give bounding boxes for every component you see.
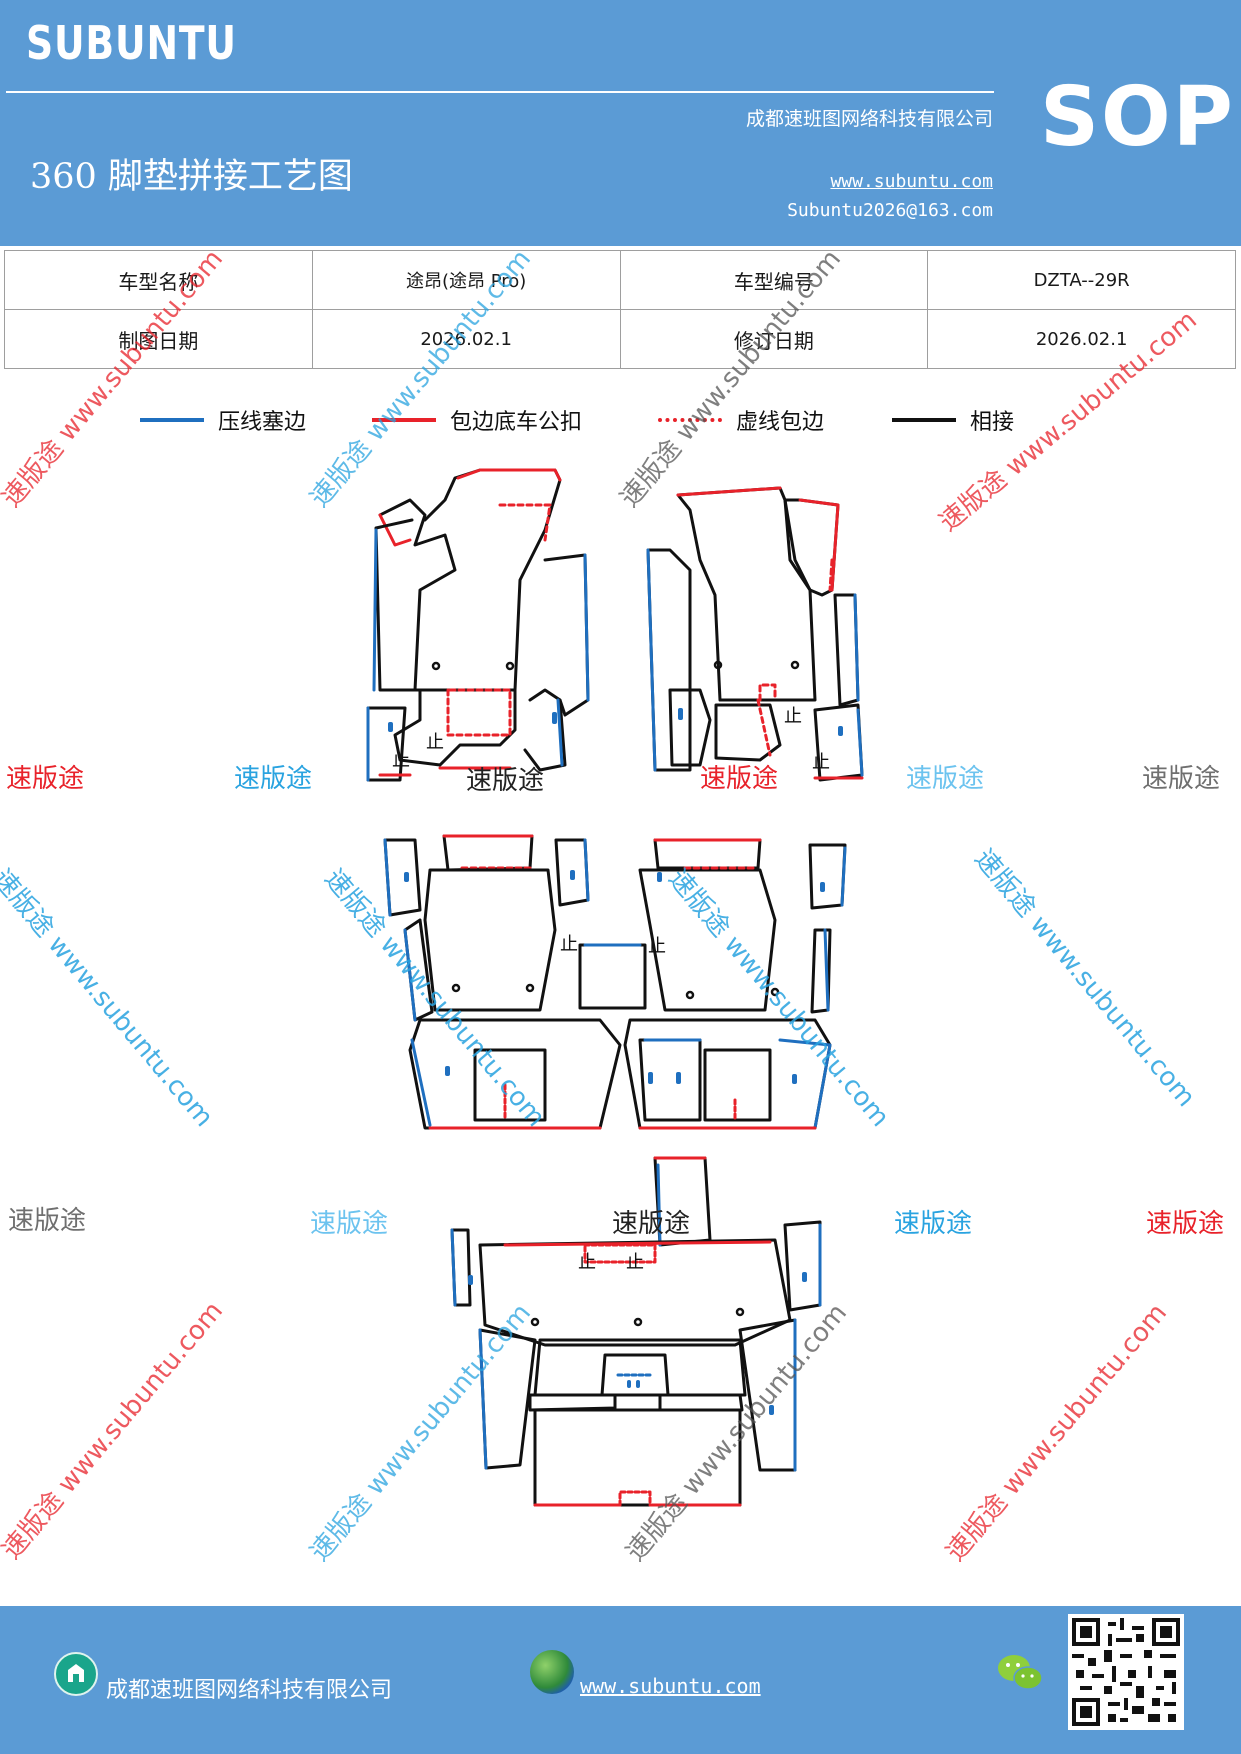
- legend-item-red: 包边底车公扣: [372, 402, 582, 438]
- stop-marker: 止: [392, 750, 410, 771]
- second-row-mats: [383, 834, 847, 1130]
- stop-marker: 止: [626, 1252, 644, 1273]
- legend-item-blue: 压线塞边: [140, 402, 306, 438]
- qr-code: [1068, 1614, 1184, 1730]
- legend-swatch: [372, 418, 436, 422]
- front-left-mat: [366, 468, 590, 782]
- stop-marker: 止: [648, 936, 666, 957]
- model-code-value: DZTA--29R: [927, 250, 1236, 310]
- legend-swatch: [140, 418, 204, 422]
- model-name-label: 车型名称: [4, 250, 313, 310]
- stop-marker: 止: [560, 934, 578, 955]
- mounting-holes: [431, 660, 800, 1327]
- legend-label: 相接: [970, 410, 1015, 435]
- stop-marker: 止: [426, 732, 444, 753]
- revise-date-label: 修订日期: [619, 309, 929, 369]
- table-row: 制图日期 2026.02.1 修订日期 2026.02.1: [4, 309, 1236, 369]
- legend-label: 压线塞边: [218, 410, 307, 435]
- company-name: 成都速班图网络科技有限公司: [745, 108, 993, 130]
- legend-item-black: 相接: [892, 402, 1014, 438]
- draw-date-value: 2026.02.1: [311, 309, 621, 369]
- page-title: 360 脚垫拼接工艺图: [30, 157, 353, 197]
- legend-swatch: [892, 418, 956, 422]
- model-code-label: 车型编号: [619, 250, 929, 310]
- model-name-value: 途昂(途昂 Pro): [311, 250, 621, 310]
- legend-swatch: [658, 418, 722, 422]
- revise-date-value: 2026.02.1: [927, 309, 1236, 369]
- footer-website-link[interactable]: www.subuntu.com: [580, 1674, 761, 1698]
- stop-marker: 止: [812, 752, 830, 773]
- draw-date-label: 制图日期: [4, 309, 313, 369]
- legend-label: 虚线包边: [736, 410, 825, 435]
- table-row: 车型名称 途昂(途昂 Pro) 车型编号 DZTA--29R: [4, 250, 1236, 310]
- front-right-mat: [646, 486, 864, 782]
- brand-logo: SUBUNTU: [26, 16, 237, 70]
- wechat-icon[interactable]: [996, 1652, 1044, 1694]
- third-row-mats: [450, 1156, 822, 1507]
- header-banner: [0, 0, 1241, 246]
- info-table: 车型名称 途昂(途昂 Pro) 车型编号 DZTA--29R 制图日期 2026…: [4, 250, 1236, 369]
- building-icon: [54, 1652, 98, 1696]
- stop-marker: 止: [578, 1252, 596, 1273]
- sop-badge: SOP: [1040, 70, 1235, 165]
- globe-icon: [530, 1650, 574, 1694]
- email-address[interactable]: Subuntu2026@163.com: [787, 200, 993, 221]
- footer-company-name: 成都速班图网络科技有限公司: [106, 1678, 393, 1703]
- legend-label: 包边底车公扣: [450, 410, 583, 435]
- stop-marker: 止: [784, 706, 802, 727]
- clip-slots: [388, 708, 843, 1415]
- header-divider: [6, 91, 994, 93]
- website-link[interactable]: www.subuntu.com: [830, 171, 993, 192]
- legend-item-red-dotted: 虚线包边: [658, 402, 824, 438]
- mat-assembly-diagram: 止 止 止 止 止 止 止 止: [366, 468, 864, 1507]
